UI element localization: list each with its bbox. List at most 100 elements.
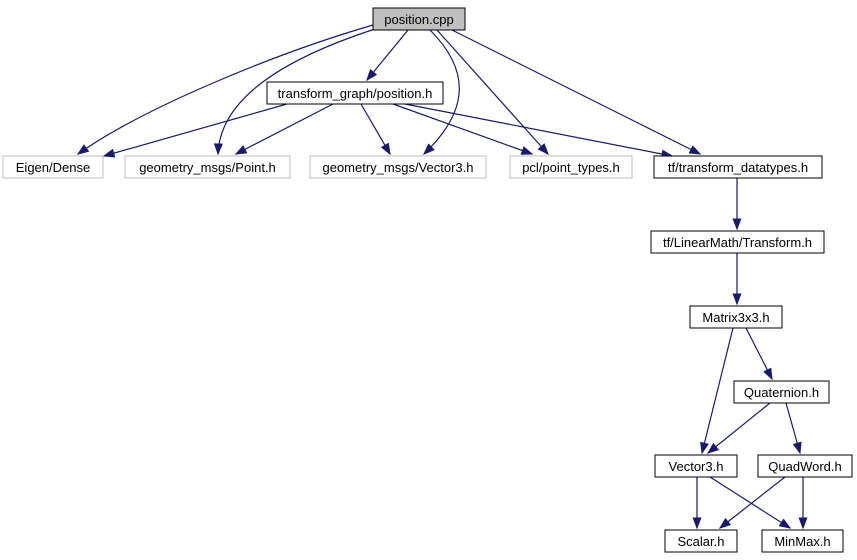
edge-line — [77, 24, 374, 155]
node-quaternion_h[interactable]: Quaternion.h — [733, 380, 830, 404]
edge-transform_graph_position_h-to-pcl_point_types_h — [392, 103, 534, 155]
edge-transform_graph_position_h-to-eigen_dense — [102, 103, 288, 158]
node-box — [309, 155, 487, 179]
edge-vector3_h-to-scalar_h — [692, 477, 702, 530]
arrowhead-icon — [76, 144, 90, 155]
edge-transform_graph_position_h-to-tf_transform_datatypes_h — [404, 103, 674, 159]
edge-position_cpp-to-geometry_msgs_point_h — [213, 28, 376, 156]
edge-line — [707, 402, 771, 454]
edge-matrix3x3_h-to-vector3_h — [700, 327, 734, 455]
node-transform_graph_position_h[interactable]: transform_graph/position.h — [266, 81, 444, 105]
edge-line — [423, 29, 460, 155]
node-tf_linearmath_transform_h[interactable]: tf/LinearMath/Transform.h — [650, 230, 825, 254]
node-box — [757, 454, 853, 478]
node-minmax_h[interactable]: MinMax.h — [761, 529, 844, 553]
edge-matrix3x3_h-to-quaternion_h — [745, 327, 773, 381]
edge-vector3_h-to-minmax_h — [709, 476, 792, 529]
node-label: Vector3.h — [669, 459, 724, 474]
edge-line — [719, 476, 786, 529]
edge-line — [366, 29, 409, 81]
edge-line — [709, 476, 791, 529]
arrowhead-icon — [520, 146, 534, 155]
edge-position_cpp-to-geometry_msgs_vector3_h — [422, 29, 460, 155]
edge-line — [404, 103, 673, 157]
node-label: Eigen/Dense — [16, 160, 90, 175]
edge-line — [103, 103, 288, 157]
node-box — [650, 230, 825, 254]
node-pcl_point_types_h: pcl/point_types.h — [509, 155, 633, 179]
arrowhead-icon — [732, 218, 742, 231]
node-geometry_msgs_point_h: geometry_msgs/Point.h — [124, 155, 291, 179]
node-position_cpp: position.cpp — [372, 7, 466, 31]
node-box — [654, 454, 738, 478]
node-label: transform_graph/position.h — [278, 86, 433, 101]
edge-line — [392, 103, 533, 155]
node-tf_transform_datatypes_h[interactable]: tf/transform_datatypes.h — [653, 155, 823, 179]
node-box — [372, 7, 466, 31]
node-matrix3x3_h[interactable]: Matrix3x3.h — [689, 305, 783, 329]
arrowhead-icon — [366, 69, 378, 82]
edge-line — [701, 327, 734, 454]
arrowhead-icon — [798, 517, 808, 530]
node-label: geometry_msgs/Vector3.h — [322, 160, 473, 175]
node-geometry_msgs_vector3_h: geometry_msgs/Vector3.h — [309, 155, 487, 179]
node-box — [733, 380, 830, 404]
arrowhead-icon — [792, 441, 802, 455]
node-box — [124, 155, 291, 179]
node-label: Scalar.h — [678, 534, 725, 549]
edge-line — [451, 29, 701, 155]
edge-line — [217, 28, 376, 155]
arrowhead-icon — [688, 145, 702, 155]
arrowhead-icon — [700, 441, 709, 455]
arrowhead-icon — [706, 442, 720, 454]
edge-quaternion_h-to-vector3_h — [706, 402, 771, 454]
node-label: tf/LinearMath/Transform.h — [663, 235, 812, 250]
arrowhead-icon — [537, 143, 549, 156]
node-vector3_h[interactable]: Vector3.h — [654, 454, 738, 478]
edge-quaternion_h-to-quadword_h — [785, 402, 802, 455]
node-label: tf/transform_datatypes.h — [668, 160, 808, 175]
nodes-layer: position.cpp transform_graph/position.hEi… — [2, 7, 853, 553]
node-quadword_h[interactable]: QuadWord.h — [757, 454, 853, 478]
arrowhead-icon — [778, 518, 792, 529]
arrowhead-icon — [763, 367, 773, 381]
node-eigen_dense: Eigen/Dense — [2, 155, 104, 179]
edge-tf_transform_datatypes_h-to-tf_linearmath_transform_h — [732, 178, 742, 231]
node-label: position.cpp — [384, 12, 453, 27]
arrowhead-icon — [234, 145, 248, 155]
edge-position_cpp-to-eigen_dense — [76, 24, 374, 155]
arrowhead-icon — [732, 293, 742, 306]
edges-layer — [76, 24, 808, 530]
node-box — [653, 155, 823, 179]
node-box — [509, 155, 633, 179]
node-scalar_h[interactable]: Scalar.h — [664, 529, 738, 553]
arrowhead-icon — [380, 142, 391, 156]
node-box — [761, 529, 844, 553]
arrowhead-icon — [692, 517, 702, 530]
node-label: Matrix3x3.h — [702, 310, 769, 325]
edge-position_cpp-to-pcl_point_types_h — [436, 29, 549, 156]
edge-transform_graph_position_h-to-geometry_msgs_vector3_h — [360, 103, 391, 156]
edge-quadword_h-to-minmax_h — [798, 477, 808, 530]
node-box — [664, 529, 738, 553]
node-label: pcl/point_types.h — [522, 160, 620, 175]
arrowhead-icon — [102, 148, 116, 158]
edge-tf_linearmath_transform_h-to-matrix3x3_h — [732, 253, 742, 306]
node-box — [2, 155, 104, 179]
edge-line — [436, 29, 549, 155]
edge-position_cpp-to-transform_graph_position_h — [366, 29, 409, 82]
node-label: MinMax.h — [774, 534, 830, 549]
edge-position_cpp-to-tf_transform_datatypes_h — [451, 29, 702, 155]
node-label: QuadWord.h — [768, 459, 841, 474]
node-box — [689, 305, 783, 329]
node-box — [266, 81, 444, 105]
arrowhead-icon — [213, 143, 223, 156]
node-label: geometry_msgs/Point.h — [139, 160, 276, 175]
edge-line — [235, 103, 334, 155]
edge-transform_graph_position_h-to-geometry_msgs_point_h — [234, 103, 334, 155]
node-label: Quaternion.h — [744, 385, 819, 400]
edge-quadword_h-to-scalar_h — [718, 476, 786, 529]
arrowhead-icon — [718, 517, 732, 529]
arrowhead-icon — [422, 143, 435, 155]
